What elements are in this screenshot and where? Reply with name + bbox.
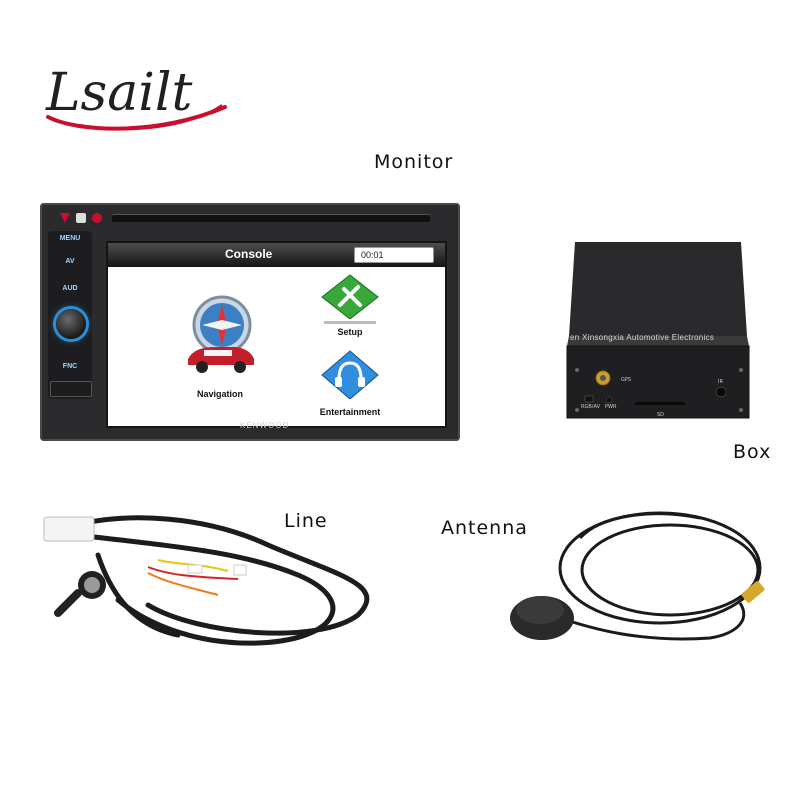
tools-icon (321, 274, 379, 319)
screen-header: Console 00:01 (108, 243, 445, 267)
av-button[interactable]: AV (65, 258, 75, 265)
usb-port-icon (50, 381, 92, 397)
logo-text: Lsailt (45, 63, 192, 123)
app-entertainment[interactable]: Entertainment (304, 349, 396, 421)
menu-button[interactable]: MENU (59, 235, 81, 242)
screen-title: Console (225, 247, 273, 261)
box-label-pwr: PWR (605, 404, 617, 410)
setup-divider (324, 321, 376, 324)
brand-label: KENWOOD (240, 421, 290, 430)
caption-line: Line (284, 510, 328, 532)
box-watermark: en Xinsongxia Automotive Electronics (570, 333, 715, 342)
box-label-sd: SD (657, 412, 664, 418)
navigation-box: GPS IR RGB/AV PWR SD (566, 242, 750, 419)
caption-box: Box (733, 441, 772, 463)
app-navigation[interactable]: Navigation (170, 295, 270, 405)
aud-button[interactable]: AUD (62, 285, 78, 292)
box-label-ir: IR (718, 379, 723, 385)
top-button[interactable] (76, 213, 86, 223)
app-label-setup: Setup (337, 327, 363, 337)
gps-antenna-image (510, 511, 765, 641)
touch-screen: Console 00:01 Navigation (106, 241, 447, 428)
caption-monitor: Monitor (374, 151, 454, 173)
eject-icon[interactable] (60, 213, 70, 223)
app-label-navigation: Navigation (196, 389, 243, 399)
head-unit-monitor: MENU AV AUD FNC Console 00:01 Navigation (40, 203, 460, 441)
caption-antenna: Antenna (441, 517, 528, 539)
box-label-gps: GPS (621, 377, 631, 383)
headphones-icon (321, 350, 379, 399)
disc-slot (112, 214, 430, 222)
compass-car-icon (188, 295, 254, 373)
record-icon[interactable] (92, 213, 102, 223)
brand-logo: Lsailt (45, 63, 227, 131)
app-setup[interactable]: Setup (308, 273, 392, 343)
app-label-entertainment: Entertainment (319, 407, 381, 417)
clock-display: 00:01 (354, 247, 434, 263)
fnc-button[interactable]: FNC (62, 363, 78, 370)
box-label-rgbav: RGB/AV (581, 404, 601, 410)
wiring-harness-image (43, 515, 370, 646)
volume-knob[interactable] (56, 309, 86, 339)
